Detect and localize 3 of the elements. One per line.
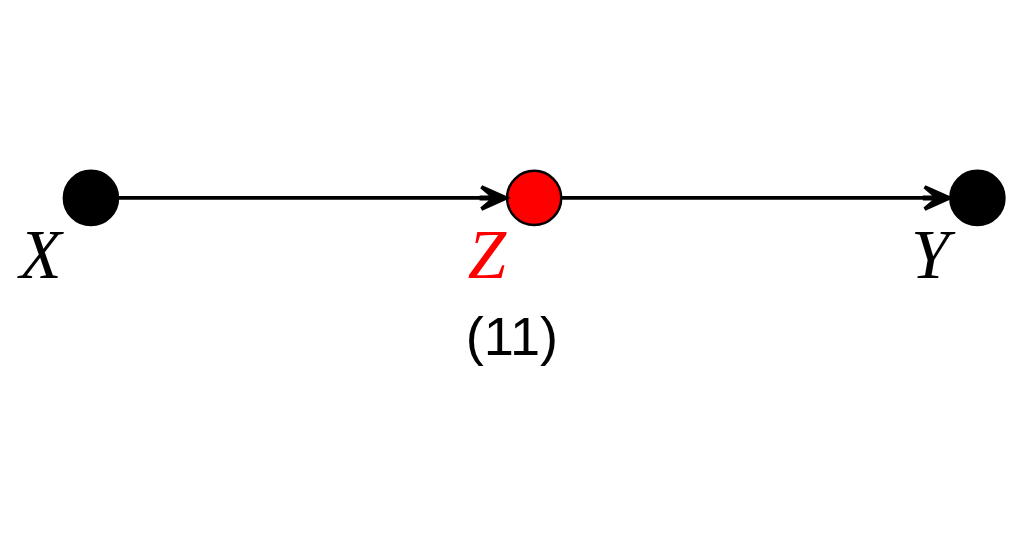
node-label: Z	[467, 216, 507, 293]
caption: (11)	[465, 305, 559, 366]
node-label: X	[19, 216, 62, 293]
